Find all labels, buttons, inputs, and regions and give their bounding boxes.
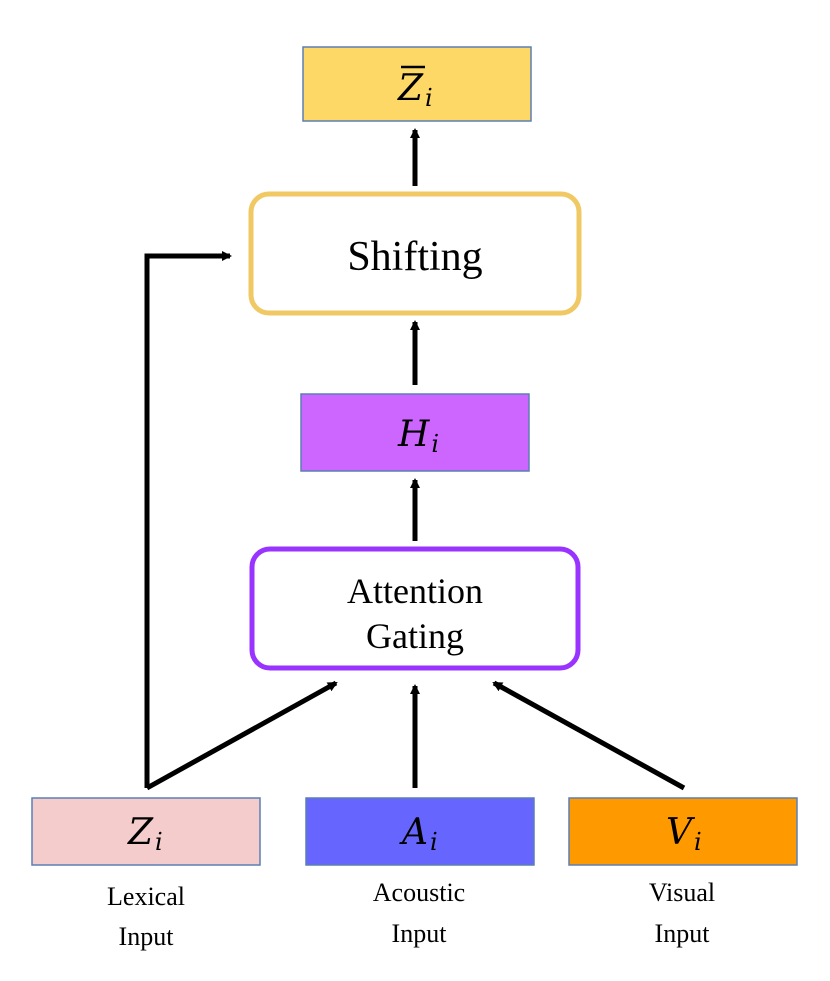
visual-box — [568, 797, 798, 866]
attention-label-line1: Attention — [347, 571, 483, 611]
output-node: Zi — [302, 46, 532, 122]
acoustic-caption-line2: Input — [392, 919, 448, 948]
attention-box — [249, 546, 581, 671]
hidden-node: Hi — [300, 393, 530, 472]
output-box — [302, 46, 532, 122]
acoustic-symbol: Ai — [399, 812, 438, 856]
shifting-label: Shifting — [347, 234, 482, 280]
output-symbol: Zi — [397, 68, 433, 112]
visual-node: Vi Visual Input — [568, 797, 798, 948]
lexical-caption-line1: Lexical — [107, 882, 185, 911]
shifting-box — [248, 191, 582, 316]
visual-symbol: Vi — [666, 812, 702, 856]
visual-caption-line1: Visual — [649, 878, 715, 907]
lexical-box — [31, 797, 261, 866]
lexical-symbol: Zi — [127, 812, 163, 856]
connections — [144, 128, 686, 791]
attention-node: Attention Gating — [249, 546, 581, 671]
hidden-symbol: Hi — [397, 414, 439, 458]
visual-caption-line2: Input — [655, 919, 711, 948]
arrow-lexical-to-attention — [145, 680, 338, 791]
attention-label-line2: Gating — [366, 616, 464, 656]
lexical-node: Zi Lexical Input — [31, 797, 261, 951]
shifting-node: Shifting — [248, 191, 582, 316]
arrow-visual-to-attention — [492, 680, 686, 791]
acoustic-caption-line1: Acoustic — [373, 878, 465, 907]
arrow-lexical-to-shifting — [144, 251, 232, 788]
lexical-caption-line2: Input — [119, 922, 175, 951]
acoustic-node: Ai Acoustic Input — [305, 797, 535, 948]
acoustic-box — [305, 797, 535, 866]
hidden-box — [300, 393, 530, 472]
